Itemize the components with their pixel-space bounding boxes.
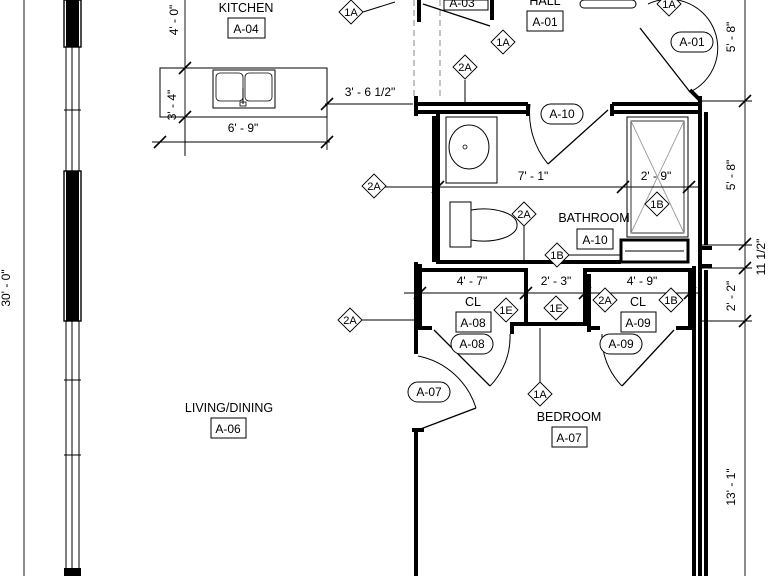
bathroom-walls bbox=[414, 96, 702, 576]
marker-1a-hall: 1A bbox=[490, 29, 516, 55]
dim-right-13-1: 13' - 1" bbox=[724, 468, 738, 505]
closet-dimensions: 4' - 7" 2' - 3" 4' - 9" bbox=[404, 274, 700, 300]
marker-2a-living: 2A bbox=[337, 307, 416, 333]
closet-walls bbox=[414, 262, 696, 576]
hall-label: HALL bbox=[529, 0, 560, 8]
marker-1b-cl: 1B bbox=[658, 287, 684, 313]
door-a10: A-10 bbox=[526, 103, 609, 165]
kitchen-label: KITCHEN bbox=[219, 1, 274, 15]
dim-bath-7-1: 7' - 1" bbox=[518, 169, 549, 183]
living-dining-tag: A-06 bbox=[215, 422, 241, 436]
door-a08: A-08 bbox=[433, 329, 511, 387]
dim-island-6-9: 6' - 9" bbox=[228, 121, 259, 135]
toilet-tank bbox=[449, 201, 472, 248]
kitchen-sink bbox=[212, 69, 276, 109]
dim-right-11-half: 11 1/2" bbox=[754, 239, 768, 276]
marker-1a-bedroom: 1A bbox=[527, 328, 553, 407]
marker-2a-toilet: 2A bbox=[511, 201, 537, 262]
bathroom-tag: A-10 bbox=[582, 233, 608, 247]
dim-30-0: 30' - 0" bbox=[0, 269, 13, 306]
marker-1e-mid: 1E bbox=[543, 295, 569, 321]
marker-1a-door: 1A bbox=[656, 0, 682, 17]
door-a01-tag: A-01 bbox=[679, 35, 705, 49]
svg-text:1E: 1E bbox=[499, 305, 512, 317]
dim-3-6-half: 3' - 6 1/2" bbox=[345, 85, 396, 99]
svg-text:1A: 1A bbox=[344, 7, 358, 19]
svg-text:1A: 1A bbox=[496, 37, 510, 49]
svg-text:1B: 1B bbox=[664, 295, 677, 307]
svg-text:1B: 1B bbox=[650, 199, 663, 211]
closet-right-tag: A-09 bbox=[625, 316, 651, 330]
svg-text:2A: 2A bbox=[598, 295, 612, 307]
door-a08-tag: A-08 bbox=[459, 337, 485, 351]
dim-shower-2-9: 2' - 9" bbox=[641, 169, 672, 183]
marker-2a-cl: 2A bbox=[592, 287, 618, 313]
marker-2a-bath-left: 2A bbox=[361, 173, 387, 199]
door-a09: A-09 bbox=[599, 329, 675, 387]
closet-left-label: CL bbox=[465, 295, 481, 309]
marker-1b-bath: 1B bbox=[544, 242, 620, 268]
svg-text:1A: 1A bbox=[533, 389, 547, 401]
door-a07: A-07 bbox=[407, 355, 477, 576]
dim-gap-2-3: 2' - 3" bbox=[541, 274, 572, 288]
dim-right-5-8-top: 5' - 8" bbox=[724, 22, 738, 53]
toilet-bowl bbox=[470, 208, 518, 242]
svg-text:1A: 1A bbox=[662, 0, 676, 11]
kitchen-area: KITCHEN A-04 4' - 0" 3' - 4" 6' - 9" 3' … bbox=[152, 0, 413, 156]
svg-text:2A: 2A bbox=[458, 62, 472, 74]
dim-right-5-8-mid: 5' - 8" bbox=[724, 160, 738, 191]
marker-1e-left: 1E bbox=[493, 297, 519, 323]
bedroom-tag: A-07 bbox=[556, 431, 582, 445]
bedroom-label: BEDROOM bbox=[537, 410, 602, 424]
bathroom-fixtures bbox=[445, 116, 518, 248]
dim-kitchen-4-0: 4' - 0" bbox=[167, 5, 181, 36]
lavatory bbox=[445, 116, 498, 184]
marker-1a-kitchen: 1A bbox=[338, 0, 396, 25]
door-a09-tag: A-09 bbox=[608, 337, 634, 351]
dim-right-2-2: 2' - 2" bbox=[724, 281, 738, 312]
bathroom-label: BATHROOM bbox=[558, 211, 629, 225]
svg-text:2A: 2A bbox=[343, 315, 357, 327]
svg-text:1E: 1E bbox=[549, 303, 562, 315]
dim-cl-4-9: 4' - 9" bbox=[627, 274, 658, 288]
svg-text:2A: 2A bbox=[367, 181, 381, 193]
closet-right-label: CL bbox=[630, 295, 646, 309]
hall-area: A-03 HALL A-01 1A 1A A-01 bbox=[417, 0, 719, 102]
living-dining-label: LIVING/DINING bbox=[185, 401, 273, 415]
dim-island-3-4: 3' - 4" bbox=[165, 90, 179, 121]
hall-tag: A-01 bbox=[532, 15, 558, 29]
door-a03-tag: A-03 bbox=[449, 0, 475, 10]
marker-2a-top: 2A bbox=[452, 54, 478, 104]
dim-left-overall: 30' - 0" bbox=[0, 0, 25, 576]
marker-1b-shower: 1B bbox=[644, 191, 670, 217]
dim-cl-4-7: 4' - 7" bbox=[457, 274, 488, 288]
bath-dimensions: 7' - 1" 2' - 9" bbox=[382, 169, 700, 194]
kitchen-island bbox=[159, 67, 328, 118]
kitchen-tag: A-04 bbox=[233, 22, 259, 36]
svg-text:1B: 1B bbox=[550, 250, 563, 262]
svg-text:2A: 2A bbox=[517, 209, 531, 221]
closet-left-tag: A-08 bbox=[460, 316, 486, 330]
door-a10-tag: A-10 bbox=[549, 107, 575, 121]
door-a07-tag: A-07 bbox=[416, 385, 442, 399]
right-dimensions: 5' - 8" 5' - 8" 11 1/2" 2' - 2" 13' - 1" bbox=[700, 0, 768, 576]
left-exterior-wall bbox=[63, 0, 82, 576]
